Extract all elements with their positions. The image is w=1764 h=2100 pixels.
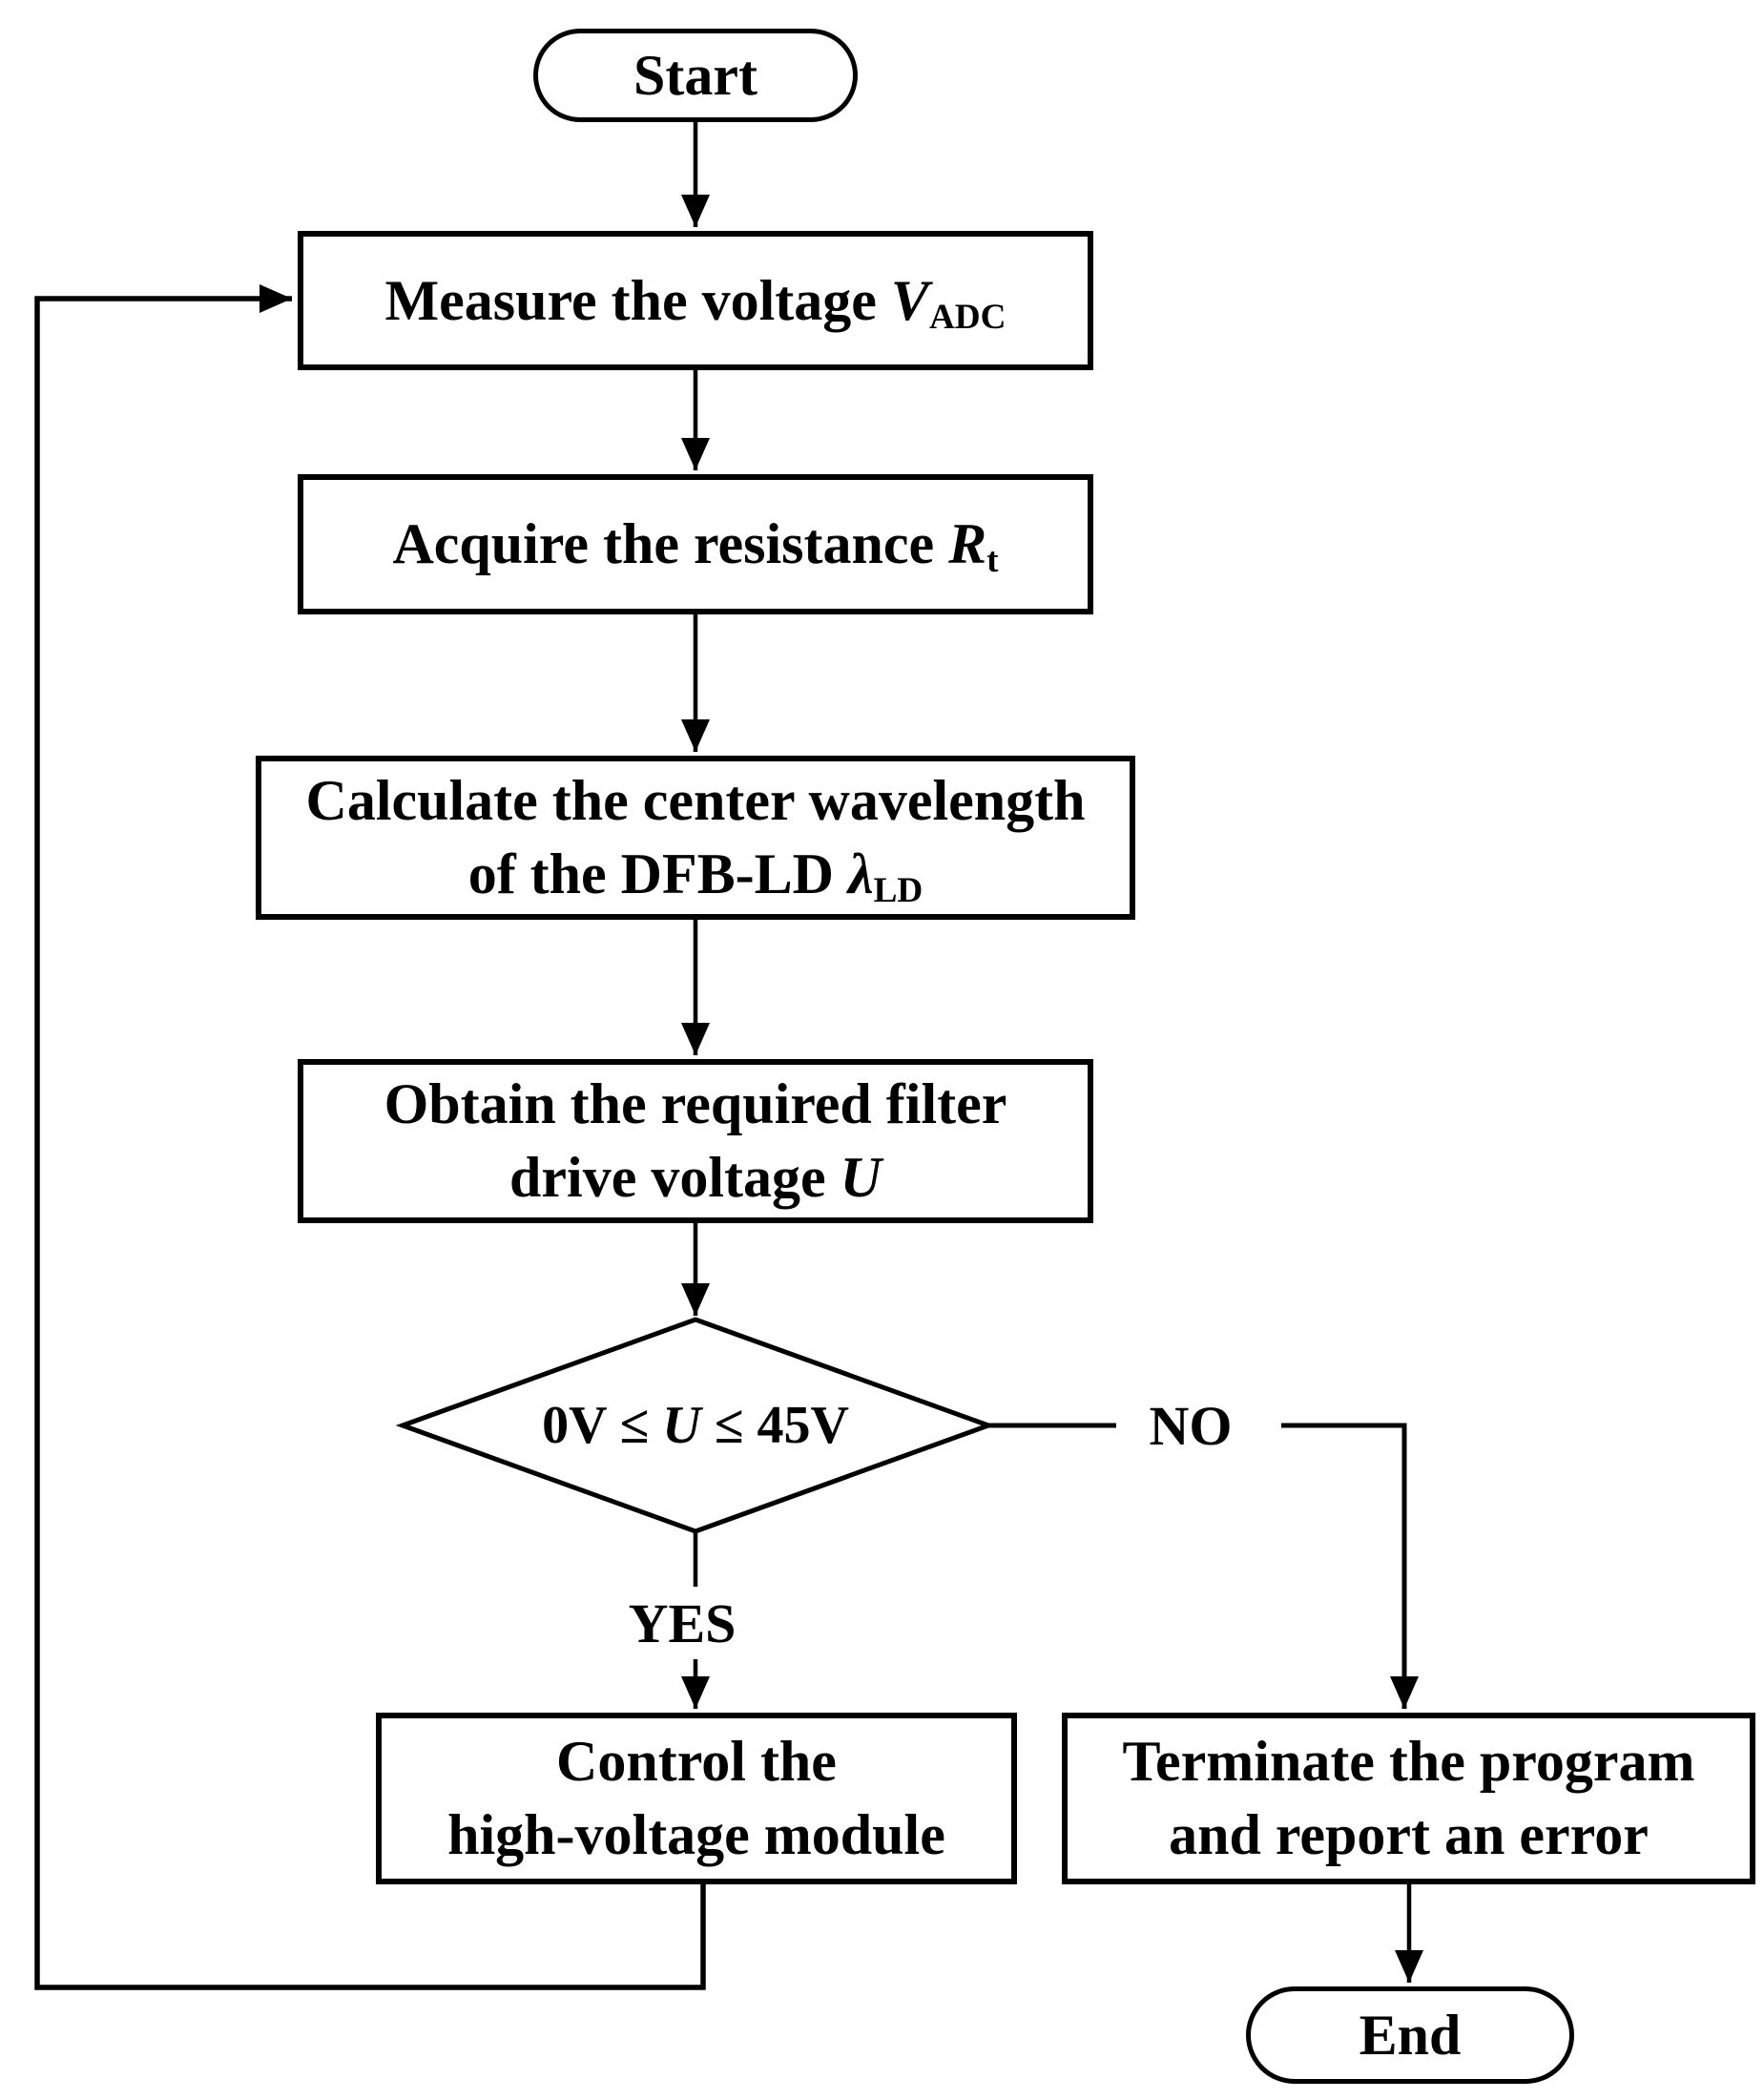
edge-no-to-terminate: [1281, 1423, 1419, 1709]
acquire-resistance-step: Acquire the resistance Rt: [298, 474, 1093, 614]
end-terminal: End: [1246, 1986, 1574, 2084]
yes-branch-label: YES: [628, 1591, 737, 1654]
edge-control-loop-to-measure: [34, 284, 706, 1990]
start-terminal: Start: [533, 29, 858, 122]
no-branch-label: NO: [1149, 1394, 1233, 1457]
measure-voltage-step: Measure the voltage VADC: [298, 231, 1093, 370]
voltage-range-decision-label: 0V ≤ U ≤ 45V: [542, 1396, 849, 1455]
